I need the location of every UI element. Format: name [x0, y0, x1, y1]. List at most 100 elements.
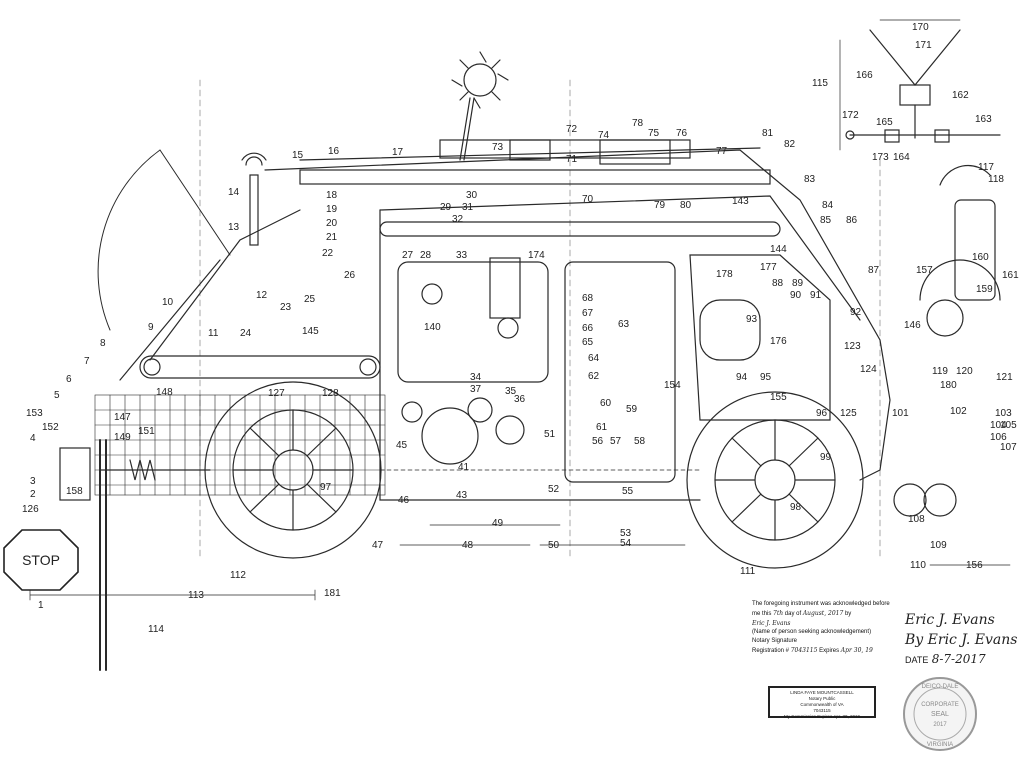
ref-label: 157: [916, 265, 933, 276]
ref-label: 55: [622, 486, 634, 497]
ref-label: 50: [548, 540, 560, 551]
ref-label: 64: [588, 353, 600, 364]
ref-label: 101: [892, 408, 909, 419]
ref-label: 22: [322, 248, 334, 259]
ref-label: 83: [804, 174, 816, 185]
ref-label: 90: [790, 290, 802, 301]
antenna-icon: [241, 152, 267, 246]
ref-label: 49: [492, 518, 504, 529]
ref-label: 180: [940, 380, 957, 391]
ref-label: 80: [680, 200, 692, 211]
ref-label: 5: [54, 390, 60, 401]
ref-label: 65: [582, 337, 594, 348]
ref-label: 16: [328, 146, 340, 157]
ref-label: 79: [654, 200, 666, 211]
svg-text:DEICO-DALE: DEICO-DALE: [922, 684, 959, 690]
ref-label: 148: [156, 387, 173, 398]
y-bracket-detail: [845, 29, 1001, 143]
signature-date: DATE 8-7-2017: [905, 652, 986, 666]
notary-stamp: LINDA FAYE MOUNTCASSELL Notary Public Co…: [768, 686, 876, 719]
ref-label: 10: [162, 297, 174, 308]
inventor-signature-by: By Eric J. Evans: [905, 632, 1018, 648]
ref-label: 34: [470, 372, 482, 383]
ref-label: 164: [893, 152, 910, 163]
ref-label: 118: [988, 174, 1004, 185]
ref-label: 162: [952, 90, 969, 101]
ref-label: 48: [462, 540, 474, 551]
ref-label: 92: [850, 307, 862, 318]
ref-label: 37: [470, 384, 482, 395]
ref-label: 93: [746, 314, 758, 325]
ref-label: 121: [996, 372, 1013, 383]
ref-label: 46: [398, 495, 410, 506]
front-wheel: [686, 391, 864, 569]
ref-label: 54: [620, 538, 632, 549]
ref-label: 171: [915, 40, 932, 51]
ref-label: 57: [610, 436, 622, 447]
notary-signature-line: Notary Signature: [752, 638, 798, 644]
ref-label: 24: [240, 328, 252, 339]
ref-label: 89: [792, 278, 804, 289]
spring-assembly: [59, 447, 211, 501]
ref-label: 177: [760, 262, 777, 273]
ref-label: 6: [66, 374, 72, 385]
ref-label: 102: [950, 406, 967, 417]
ref-label: 103: [995, 408, 1012, 419]
ref-label: 112: [230, 570, 246, 581]
ref-label: 146: [904, 320, 921, 331]
ref-label: 76: [676, 128, 688, 139]
ref-label: 125: [840, 408, 857, 419]
ref-label: 147: [114, 412, 131, 423]
ref-label: 73: [492, 142, 504, 153]
ref-label: 81: [762, 128, 774, 139]
notary-line-3: (Name of person seeking acknowledgement): [752, 629, 872, 635]
ref-label: 114: [148, 624, 164, 635]
svg-text:2017: 2017: [933, 722, 947, 728]
ref-label: 95: [760, 372, 772, 383]
ref-label: 181: [324, 588, 341, 599]
ref-label: 124: [860, 364, 877, 375]
ref-label: 17: [392, 147, 404, 158]
reference-numerals: 1 2 3 4 5 6 7 8 9 10 11 12 13 14 15 16 1…: [22, 22, 1019, 635]
ref-label: 115: [812, 78, 828, 89]
ref-label: 109: [930, 540, 947, 551]
ref-label: 166: [856, 70, 873, 81]
ref-label: 159: [976, 284, 993, 295]
ref-label: 11: [208, 328, 219, 339]
ref-label: 18: [326, 190, 338, 201]
ref-label: 163: [975, 114, 992, 125]
ref-label: 25: [304, 294, 316, 305]
ref-label: 62: [588, 371, 600, 382]
ref-label: 155: [770, 392, 787, 403]
ref-label: 87: [868, 265, 880, 276]
ref-label: 13: [228, 222, 240, 233]
ref-label: 153: [26, 408, 43, 419]
corporate-seal-icon: DEICO-DALE CORPORATE SEAL 2017 VIRGINIA: [903, 677, 977, 751]
ref-label: 32: [452, 214, 464, 225]
ref-label: 117: [978, 162, 994, 173]
ref-label: 156: [966, 560, 983, 571]
ref-label: 111: [740, 566, 756, 577]
ref-label: 66: [582, 323, 594, 334]
ref-label: 51: [544, 429, 556, 440]
ref-label: 170: [912, 22, 929, 33]
ref-label: 23: [280, 302, 292, 313]
ref-label: 12: [256, 290, 268, 301]
ref-label: 36: [514, 394, 526, 405]
ref-label: 97: [320, 482, 332, 493]
ref-label: 85: [820, 215, 832, 226]
ref-label: 75: [648, 128, 660, 139]
svg-text:VIRGINIA: VIRGINIA: [927, 742, 953, 748]
ref-label: 178: [716, 269, 733, 280]
ref-label: 67: [582, 308, 594, 319]
ref-label: 94: [736, 372, 748, 383]
notary-acknowledgment: The foregoing instrument was acknowledge…: [752, 600, 902, 656]
ref-label: 15: [292, 150, 304, 161]
ref-label: 91: [810, 290, 822, 301]
ref-label: 45: [396, 440, 408, 451]
ref-label: 3: [30, 476, 36, 487]
stop-sign-icon: STOP: [3, 529, 79, 591]
ref-label: 119: [932, 366, 948, 377]
ref-label: 47: [372, 540, 384, 551]
